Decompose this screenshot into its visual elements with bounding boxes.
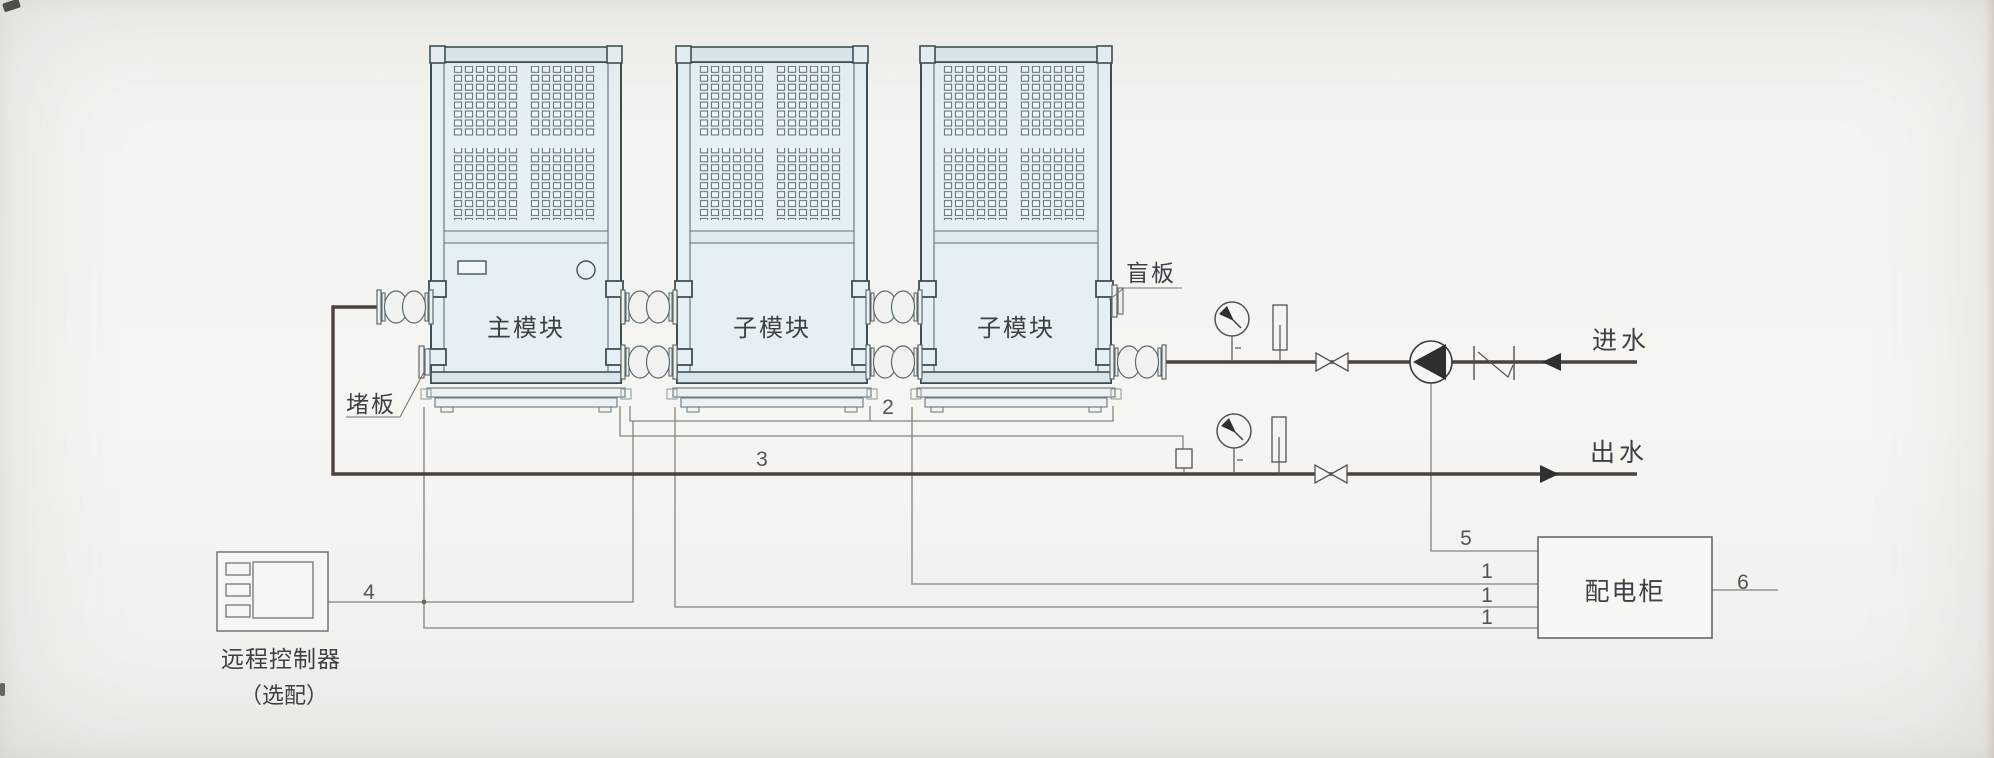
outlet-arrow-icon <box>1540 465 1559 483</box>
callout-3: 3 <box>756 448 768 471</box>
text-labels: 主模块 子模块 子模块 盲板 堵板 进水 出水 配电柜 远程控制器 （选配） 2… <box>221 260 1749 708</box>
pressure-gauge-icon <box>1214 301 1250 363</box>
remote-optional-label: （选配） <box>240 683 328 708</box>
callout-2: 2 <box>882 396 894 419</box>
controller-button <box>225 604 251 618</box>
controller-screen <box>252 561 314 619</box>
bellows-icon <box>865 344 923 380</box>
scan-speck <box>0 683 5 696</box>
water-outlet-label: 出水 <box>1590 439 1648 467</box>
wire-module-comm-2 <box>629 406 1114 422</box>
gate-valve-icon <box>1314 464 1348 484</box>
remote-controller <box>216 551 329 632</box>
gate-valve-icon <box>1315 352 1349 372</box>
main-module-display <box>457 260 487 275</box>
scan-edge-tint <box>1985 0 1994 758</box>
wire-power-module-3 <box>911 407 1538 585</box>
controller-button <box>225 583 251 597</box>
callout-5: 5 <box>1460 527 1472 550</box>
wire-power-module-2 <box>674 407 1538 608</box>
leader-lines <box>346 287 1182 418</box>
plug-plate-label: 堵板 <box>346 391 396 417</box>
callout-1: 1 <box>1481 560 1493 583</box>
callout-4: 4 <box>363 581 375 604</box>
wire-flow-switch-3 <box>619 406 1185 474</box>
plug-plate-icon <box>418 345 431 379</box>
thermometer-icon <box>1271 416 1287 475</box>
main-module-knob <box>576 260 596 280</box>
module-label: 子模块 <box>733 315 811 342</box>
power-cabinet-label: 配电柜 <box>1584 578 1665 606</box>
modules <box>420 45 1122 413</box>
module-sub1-cabinet <box>666 45 878 413</box>
module-label: 主模块 <box>487 315 565 342</box>
callout-1: 1 <box>1481 584 1493 607</box>
water-inlet-label: 进水 <box>1592 327 1650 355</box>
power-cabinet-box <box>1537 536 1713 639</box>
bellows-icon <box>620 344 678 380</box>
callout-1: 1 <box>1481 606 1493 629</box>
bellows-icon <box>865 289 923 325</box>
wire-junction-dot <box>421 599 427 605</box>
module-label: 子模块 <box>977 315 1055 342</box>
module-sub2-cabinet <box>910 45 1122 413</box>
flow-switch-icon <box>1175 448 1193 469</box>
wire-remote-4 <box>328 421 634 603</box>
module-main-cabinet <box>420 45 632 413</box>
blind-plate-label: 盲板 <box>1126 260 1176 286</box>
controller-button <box>225 562 251 576</box>
bellows-icon <box>376 289 434 325</box>
thermometer-icon <box>1272 304 1288 363</box>
instruments <box>1175 301 1561 484</box>
wire-pump-5 <box>1430 383 1538 552</box>
callout-6: 6 <box>1737 571 1749 594</box>
plug-plate-leader <box>346 371 425 418</box>
bellows-icon <box>620 289 678 325</box>
blind-plate-leader <box>1108 287 1182 301</box>
remote-controller-label: 远程控制器 <box>221 646 341 672</box>
pressure-gauge-icon <box>1216 413 1252 475</box>
pump-icon <box>1409 340 1453 384</box>
check-valve-icon <box>1473 346 1515 380</box>
bellows-icon <box>1109 344 1167 380</box>
wire-power-module-1 <box>423 407 1538 629</box>
inlet-arrow-icon <box>1542 353 1561 371</box>
